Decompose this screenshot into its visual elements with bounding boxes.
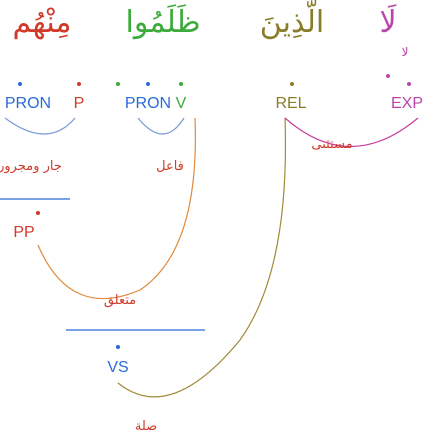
tag-pron-1: PRON [125,95,171,112]
arc-link-label: صلة [135,419,157,434]
dot-v-1 [179,82,183,86]
word-minhum: مِنْهُم [13,5,72,40]
arc-attached [37,117,196,300]
word-alladhina: الَّذِينَ [260,0,324,40]
arc-subj [137,117,185,135]
pp-label: PP [13,224,34,241]
arc-excluded [284,117,419,147]
dot-pron-1 [146,82,150,86]
morpheme-dots [18,74,411,349]
arc-pp-label: جار ومجرور [0,159,62,174]
dot-pp [36,211,40,215]
tag-v: V [176,95,187,112]
dot-v-2 [116,82,120,86]
arc-excluded-label: مستثنى [311,137,352,152]
tag-pron-2: PRON [5,95,51,112]
word-dhalamu: ظَلَمُوا [126,3,201,40]
word-la: لَا [379,3,396,40]
arc-subj-label: فاعل [156,159,184,174]
tag-exp: EXP [391,95,423,112]
word-la-glyph: لا [402,45,409,59]
dot-exp [407,82,411,86]
dot-pron-2 [18,82,22,86]
dot-rel [290,82,294,86]
arc-attached-label: متعلق [104,293,136,308]
arc-pp [4,117,76,135]
dot-p [77,82,81,86]
arc-link [117,117,287,398]
dot-exp-b [386,74,390,78]
tag-p: P [74,95,85,112]
dot-vs [116,345,120,349]
vs-label: VS [107,359,128,376]
tag-rel: REL [275,95,306,112]
